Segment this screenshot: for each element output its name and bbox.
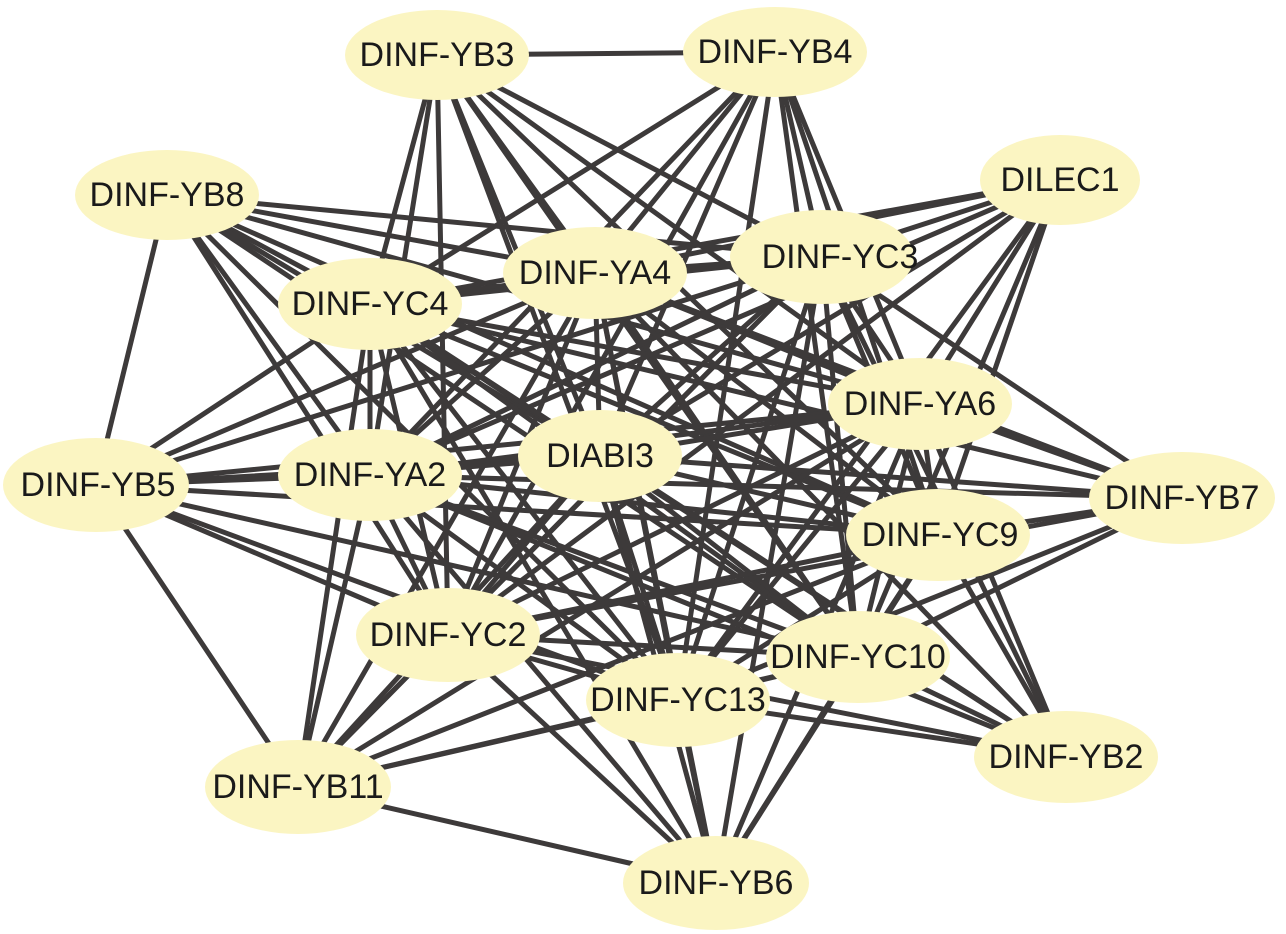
node-dinf-yc4-label: DINF-YC4 (292, 285, 449, 323)
node-dinf-yc10-shape (766, 611, 950, 703)
node-dinf-yc9-shape (846, 489, 1030, 581)
node-dinf-ya6-label: DINF-YA6 (844, 385, 996, 423)
edge-ya2-yc9 (367, 472, 941, 538)
node-dinf-ya6-shape (828, 358, 1012, 450)
node-dilec1-shape (980, 135, 1140, 225)
node-dinf-yb3[interactable]: DINF-YB3 (345, 10, 529, 100)
edge-lec1-ya2 (367, 177, 1063, 478)
node-dinf-yb2-shape (974, 711, 1158, 803)
edge-yb8-yb5 (93, 192, 170, 488)
node-dinf-yb2[interactable]: DINF-YB2 (974, 711, 1158, 803)
node-dinf-yb4-label: DINF-YB4 (698, 33, 853, 71)
edge-ya4-yb5 (93, 270, 598, 488)
node-dinf-yb4[interactable]: DINF-YB4 (683, 7, 867, 97)
node-dinf-yb5-shape (3, 438, 189, 532)
edge-yc3-yb7 (819, 254, 1185, 501)
node-diabi3-shape (518, 410, 682, 502)
edge-yb3-yc2 (434, 52, 451, 638)
node-dinf-yb7-shape (1089, 452, 1275, 544)
node-dinf-yc9-label: DINF-YC9 (862, 516, 1019, 554)
node-dilec1[interactable]: DILEC1 (980, 135, 1140, 225)
node-dinf-yb6-label: DINF-YB6 (639, 864, 794, 902)
node-dinf-ya4-shape (503, 227, 687, 319)
node-dinf-yb8-shape (75, 150, 259, 240)
edge-yc4-ya6 (367, 301, 923, 407)
edge-yc9-yb11 (295, 532, 941, 790)
edge-yb5-yc10 (93, 482, 861, 660)
node-diabi3[interactable]: DIABI3 (518, 410, 682, 502)
node-dinf-yb11[interactable]: DINF-YB11 (205, 740, 391, 834)
node-dinf-ya4[interactable]: DINF-YA4 (503, 227, 687, 319)
edge-yb8-yc3 (164, 192, 825, 260)
edge-yb8-ya2 (164, 192, 373, 478)
node-dinf-yb5-label: DINF-YB5 (21, 466, 176, 504)
edge-yb5-yc13 (93, 482, 681, 703)
edge-yc4-yb6 (367, 301, 719, 886)
node-dinf-yb6-shape (623, 836, 809, 930)
node-dinf-ya2[interactable]: DINF-YA2 (278, 429, 462, 521)
node-dinf-yb4-shape (683, 7, 867, 97)
node-dinf-yc13[interactable]: DINF-YC13 (586, 653, 770, 747)
edge-yc4-yb7 (367, 301, 1185, 501)
edge-yb4-yc4 (367, 49, 778, 307)
node-dinf-yb3-shape (345, 10, 529, 100)
edge-yb5-yc9 (93, 482, 941, 538)
edge-lec1-yc4 (367, 177, 1063, 307)
node-dinf-yc2-shape (356, 588, 540, 682)
node-dinf-ya2-shape (278, 429, 462, 521)
edge-ya2-yb11 (295, 472, 373, 790)
node-dinf-yc3-label: DINF-YC3 (762, 238, 919, 276)
edge-lec1-yc9 (935, 177, 1063, 538)
edge-yb8-yc9 (164, 192, 941, 538)
edge-ya6-yb5 (93, 401, 923, 488)
node-dinf-yc9[interactable]: DINF-YC9 (846, 489, 1030, 581)
node-dinf-yb11-shape (205, 740, 391, 834)
node-dinf-yb7-label: DINF-YB7 (1105, 479, 1260, 517)
node-dinf-yc3[interactable]: DINF-YC3 (730, 210, 918, 304)
node-diabi3-label: DIABI3 (546, 437, 654, 475)
node-dinf-yb11-label: DINF-YB11 (212, 768, 383, 806)
edge-yc3-ya2 (367, 254, 825, 478)
node-dinf-yb8[interactable]: DINF-YB8 (75, 150, 259, 240)
node-dinf-yc2[interactable]: DINF-YC2 (356, 588, 540, 682)
node-dinf-ya4-label: DINF-YA4 (519, 254, 671, 292)
node-dinf-yc2-label: DINF-YC2 (370, 616, 527, 654)
node-dinf-yc4[interactable]: DINF-YC4 (278, 258, 462, 350)
nodes-layer: DINF-YB3 DINF-YB4 DINF-YB8 DILEC1 DINF-Y… (3, 7, 1275, 930)
node-dinf-yb2-label: DINF-YB2 (989, 738, 1144, 776)
edge-abi3-yb7 (597, 453, 1185, 501)
edge-ya2-yb2 (367, 472, 1069, 760)
edge-ya6-yb2 (917, 401, 1069, 760)
edge-ya6-yb11 (295, 401, 923, 790)
node-dinf-yb7[interactable]: DINF-YB7 (1089, 452, 1275, 544)
node-dinf-yb3-label: DINF-YB3 (360, 36, 515, 74)
edge-yc4-yc13 (367, 301, 681, 703)
edge-yb3-yc9 (434, 52, 941, 538)
edge-yb8-yc2 (164, 192, 451, 638)
edge-ya2-yb7 (367, 472, 1185, 501)
edge-ya2-yb6 (367, 472, 719, 886)
node-dinf-yc4-shape (278, 258, 462, 350)
edge-lec1-yc2 (445, 177, 1063, 638)
node-dinf-yc10[interactable]: DINF-YC10 (766, 611, 950, 703)
edge-yb7-yc13 (675, 495, 1185, 703)
edge-yc2-yb6 (445, 632, 719, 886)
node-dinf-yc13-shape (586, 653, 770, 747)
node-dinf-yb5[interactable]: DINF-YB5 (3, 438, 189, 532)
node-dinf-yc10-label: DINF-YC10 (770, 638, 946, 676)
node-dinf-ya6[interactable]: DINF-YA6 (828, 358, 1012, 450)
node-dilec1-label: DILEC1 (1000, 161, 1119, 199)
node-dinf-ya2-label: DINF-YA2 (294, 456, 446, 494)
edge-yb5-yb11 (93, 482, 301, 790)
node-dinf-yc13-label: DINF-YC13 (590, 681, 766, 719)
edge-yc4-yb11 (295, 301, 373, 790)
node-dinf-yb6[interactable]: DINF-YB6 (623, 836, 809, 930)
node-dinf-yb8-label: DINF-YB8 (90, 176, 245, 214)
node-dinf-yc3-shape (730, 210, 914, 304)
